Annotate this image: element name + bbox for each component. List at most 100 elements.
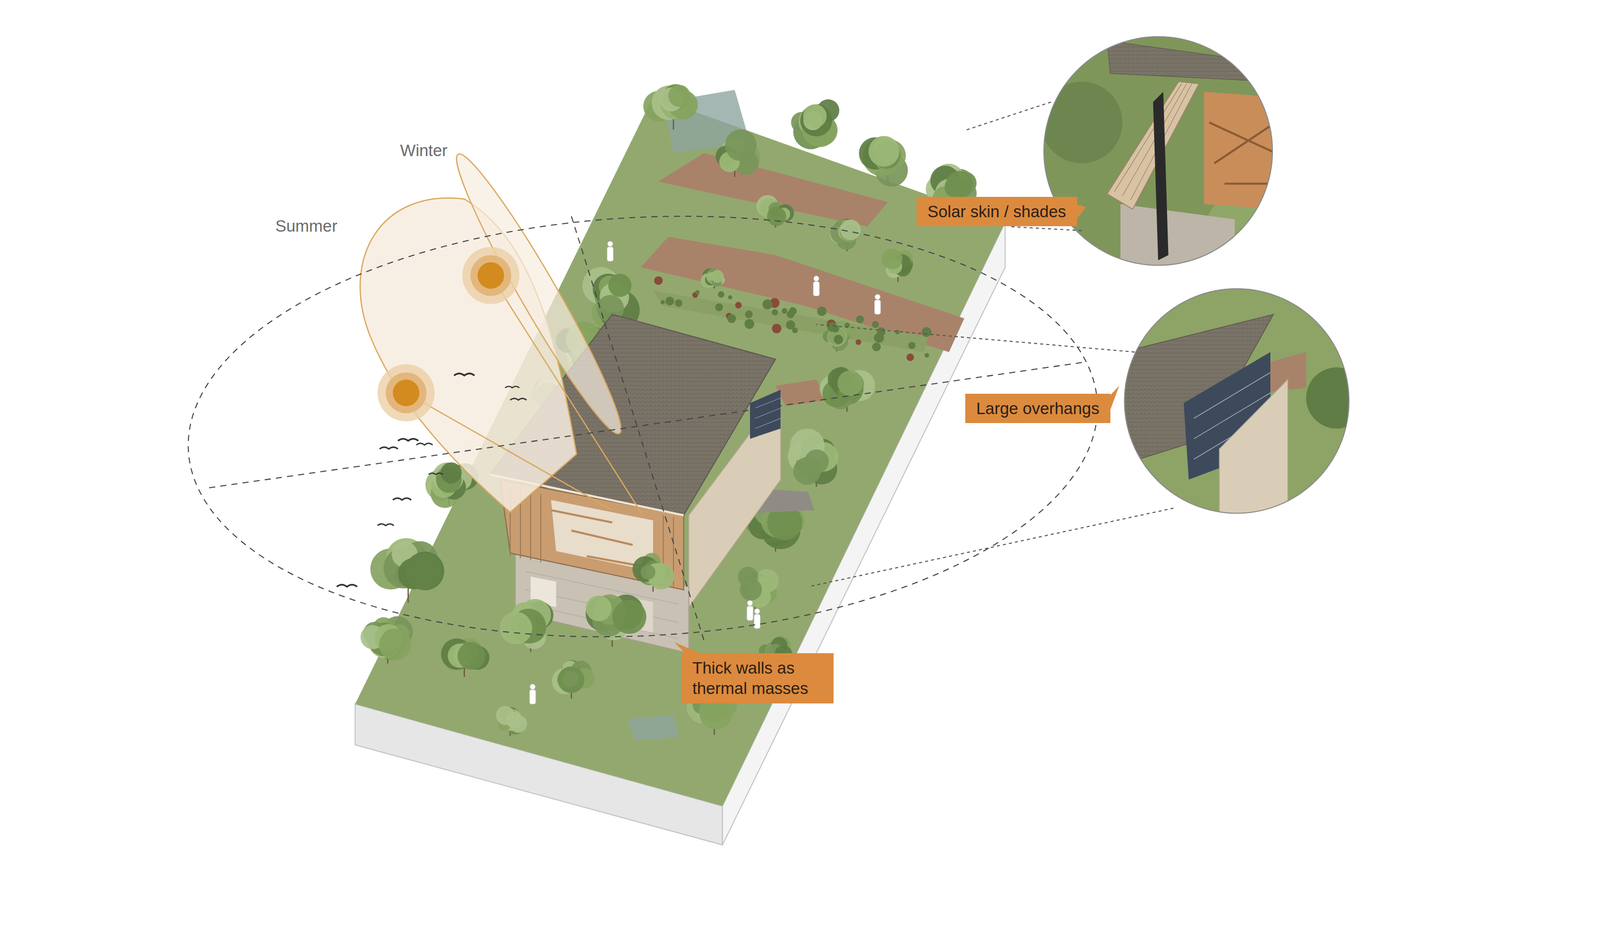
tree-canopy (766, 206, 787, 227)
tree-canopy (739, 578, 762, 601)
tree-canopy (586, 595, 612, 622)
birds (379, 446, 399, 449)
tree-canopy (837, 370, 863, 396)
tree-canopy (827, 322, 837, 332)
tree-canopy (735, 301, 742, 309)
tree-canopy (499, 611, 533, 645)
detail-circle (1106, 81, 1199, 210)
tree-canopy (654, 276, 663, 285)
people (813, 281, 820, 297)
people (747, 600, 754, 621)
tree-canopy (840, 219, 861, 240)
tree-canopy (873, 332, 884, 343)
callout-box: Large overhangs (965, 393, 1111, 423)
people (747, 600, 754, 606)
people (754, 608, 760, 629)
site-block (354, 89, 1006, 845)
birds (509, 398, 527, 400)
tree-canopy (872, 342, 881, 351)
tree-canopy (695, 290, 700, 295)
tree-canopy (715, 303, 724, 312)
detail-circle (1114, 83, 1192, 200)
tree-canopy (895, 330, 900, 335)
birds (505, 386, 520, 388)
tree-canopy (405, 551, 445, 590)
detail-circle (1106, 40, 1270, 82)
callout-tail (674, 642, 702, 654)
footpath (658, 153, 888, 227)
sun-path (177, 193, 1109, 660)
people (607, 241, 613, 247)
leader-line (808, 101, 1174, 587)
detail-circle (1040, 30, 1286, 276)
birds (377, 523, 395, 526)
detail-circle (1120, 204, 1235, 268)
detail-circle (1117, 285, 1368, 521)
callout-text: Solar skin / shades (927, 201, 1067, 222)
tree-canopy (771, 323, 782, 334)
callout-text: Large overhangs (976, 398, 1100, 419)
tree-canopy (803, 104, 827, 128)
tree-canopy (785, 320, 796, 330)
callout-box: Thick walls as thermal masses (681, 653, 834, 704)
detail-circle (1040, 81, 1123, 164)
tree-canopy (711, 269, 725, 283)
people (606, 241, 613, 261)
tree-canopy (855, 339, 861, 345)
callout-text: Thick walls as thermal masses (692, 657, 823, 699)
sun-path (470, 254, 511, 296)
sun-path (377, 364, 435, 422)
people (529, 683, 536, 690)
tree-canopy (509, 714, 528, 733)
tree-canopy (945, 170, 974, 199)
tree-canopy (871, 321, 879, 329)
tree-canopy (557, 666, 585, 693)
sun-path (477, 262, 505, 289)
season-label: Summer (275, 216, 338, 236)
house (551, 509, 644, 567)
sun-path (442, 145, 636, 443)
sun-path (406, 275, 643, 515)
tree-canopy (440, 462, 462, 484)
people (874, 294, 881, 315)
tree-canopy (668, 84, 691, 107)
tree-canopy (744, 319, 755, 330)
tree-canopy (717, 291, 725, 298)
footpath (775, 379, 827, 407)
people (529, 241, 881, 704)
detail-circle (1209, 122, 1276, 184)
leader-line (808, 324, 1174, 588)
tree-canopy (788, 307, 797, 316)
tree-canopy (379, 628, 412, 661)
detail-circle (1306, 367, 1368, 429)
detail-circle (1219, 379, 1288, 521)
detail-circle (1117, 285, 1368, 521)
tree-canopy (833, 334, 843, 344)
sun-path (385, 372, 427, 414)
tree-canopy (612, 599, 647, 634)
detail-circle (1040, 30, 1296, 281)
birds (416, 443, 433, 445)
people (754, 608, 760, 614)
tree-canopy (855, 315, 864, 324)
sun-path (209, 216, 1084, 641)
tree-canopy (728, 295, 733, 300)
tree-canopy (660, 300, 666, 305)
birds (428, 473, 443, 475)
tree-canopy (727, 314, 737, 324)
callout-tail (1076, 204, 1087, 220)
people (529, 683, 536, 704)
people (813, 275, 820, 282)
tree-canopy (781, 308, 788, 315)
tree-canopy (640, 564, 656, 580)
sun-path (462, 247, 520, 305)
tree-canopy (924, 352, 929, 358)
tree-canopy (724, 129, 757, 162)
tree-canopy (817, 306, 827, 316)
people (606, 247, 613, 262)
tree-canopy (804, 449, 830, 474)
birds (398, 438, 419, 441)
